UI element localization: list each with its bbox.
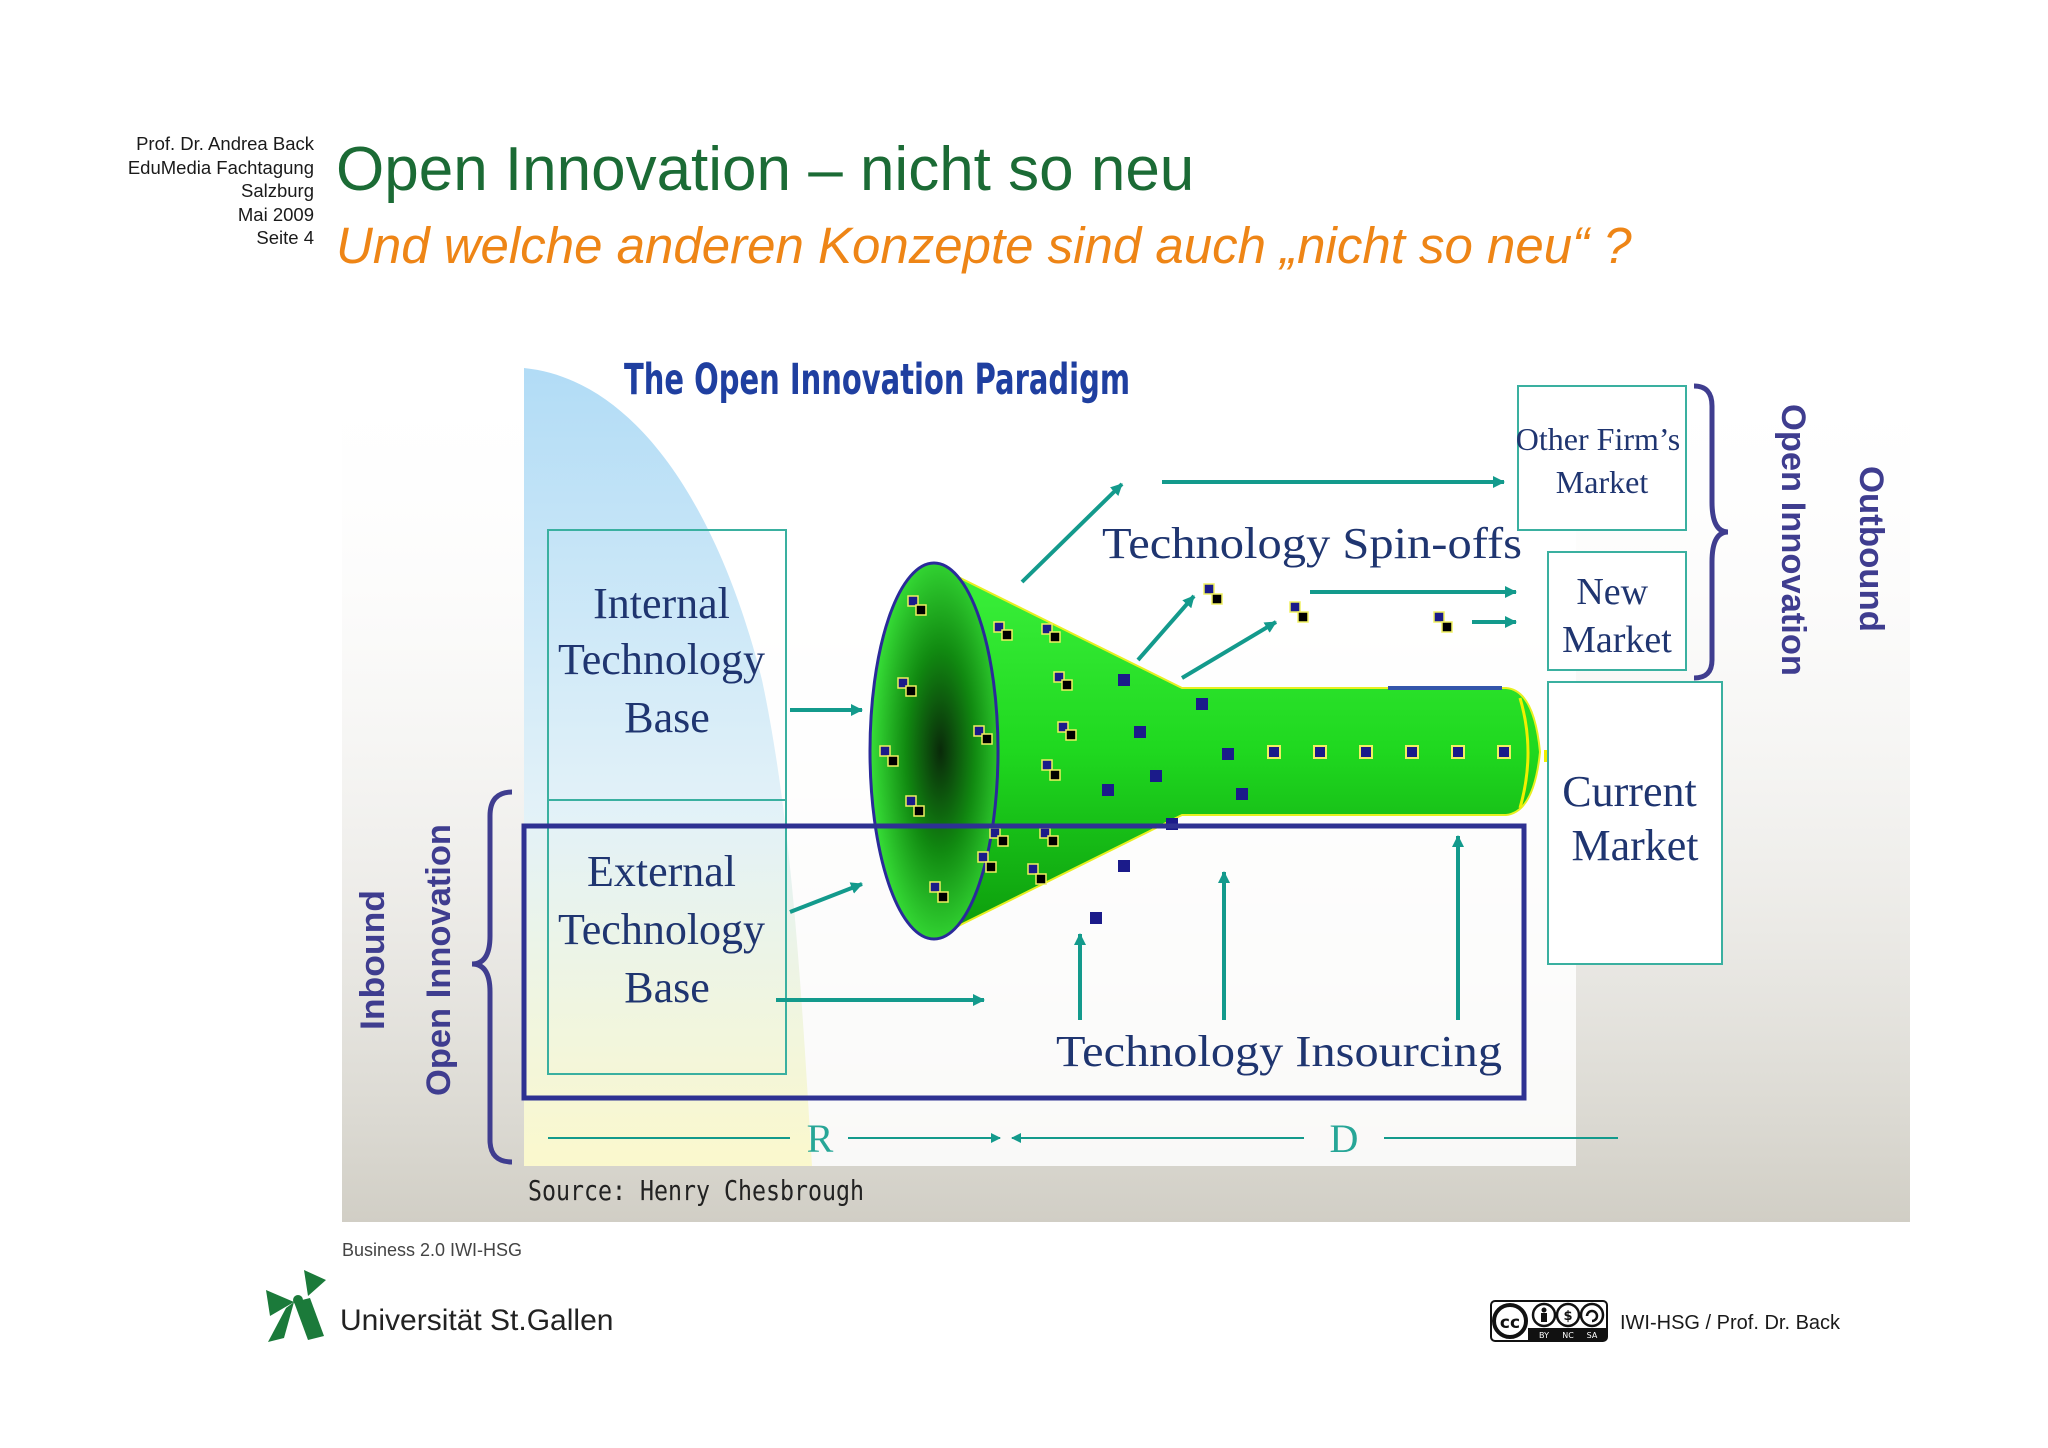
arrow-spinoff-3 <box>1180 620 1278 680</box>
internal-base-line1: Internal <box>593 579 730 628</box>
new-market-label: New Market <box>1562 571 1672 661</box>
other-market-label: Other Firm’s Market <box>1516 421 1688 500</box>
particle-tube-row <box>1267 745 1511 759</box>
arrow-external-in <box>789 882 863 914</box>
external-base-label: External Technology Base <box>558 847 776 1012</box>
internal-base-line2: Technology <box>558 635 765 684</box>
funnel-cone <box>933 563 1542 940</box>
current-market-label: Current Market <box>1562 767 1707 870</box>
source-label: Source: Henry Chesbrough <box>528 1174 864 1207</box>
current-market-box <box>1547 681 1723 965</box>
external-base-box <box>547 799 787 1075</box>
diagram-heading: The Open Innovation Paradigm <box>624 360 1130 405</box>
particle-blue-singles <box>1090 674 1248 924</box>
outbound-label-line1: Outbound <box>1852 466 1890 632</box>
inbound-label-line2: Open Innovation <box>420 824 458 1096</box>
outbound-label-line2: Open Innovation <box>1774 404 1812 676</box>
funnel-mouth <box>868 561 1000 941</box>
external-base-line1: External <box>587 847 736 896</box>
technology-projects <box>879 583 1565 924</box>
current-market-line1: Current <box>1562 767 1696 816</box>
meta-date: Mai 2009 <box>237 203 314 225</box>
meta-event: EduMedia Fachtagung <box>127 156 314 178</box>
external-base-line2: Technology <box>558 905 765 954</box>
external-base-line3: Base <box>624 963 710 1012</box>
open-innovation-diagram: The Open Innovation Paradigm Internal Te… <box>342 360 1910 1222</box>
inbound-brace <box>471 789 513 1165</box>
cc-by-text: BY <box>1539 1331 1549 1340</box>
cc-nc-text: NC <box>1562 1331 1574 1340</box>
new-market-line2: Market <box>1562 619 1672 661</box>
university-name: Universität St.Gallen <box>340 1304 614 1337</box>
internal-base-line3: Base <box>624 693 710 742</box>
slide-subtitle: Und welche anderen Konzepte sind auch „n… <box>336 217 1632 274</box>
outbound-brace <box>1693 383 1729 681</box>
footer-author: IWI-HSG / Prof. Dr. Back <box>1620 1312 1841 1334</box>
flow-arrows <box>776 476 1517 1020</box>
other-market-line1: Other Firm’s <box>1516 421 1680 457</box>
axis-r-label: R <box>807 1116 834 1161</box>
university-logo-icon <box>266 1270 326 1342</box>
meta-location: Salzburg <box>240 180 314 201</box>
svg-text:$: $ <box>1563 1309 1572 1324</box>
blue-wash-shape <box>524 368 812 1166</box>
cc-nc-icon <box>1555 1302 1581 1328</box>
arrow-spinoff-2 <box>1136 594 1196 662</box>
internal-base-label: Internal Technology Base <box>558 579 776 742</box>
new-market-line1: New <box>1576 571 1648 613</box>
slide-meta: Prof. Dr. Andrea Back EduMedia Fachtagun… <box>60 132 314 250</box>
slide-title: Open Innovation – nicht so neu <box>336 135 1195 204</box>
funnel-tube-end <box>1518 697 1530 809</box>
meta-author: Prof. Dr. Andrea Back <box>136 133 314 154</box>
inbound-label-line1: Inbound <box>354 890 392 1030</box>
other-market-box <box>1517 385 1687 531</box>
spin-offs-label: Technology Spin-offs <box>1102 519 1522 568</box>
cc-sa-icon <box>1579 1302 1605 1328</box>
other-market-line2: Market <box>1556 464 1649 500</box>
creative-commons-badge[interactable]: cc $ BY NC SA <box>1490 1300 1608 1342</box>
arrow-spinoff-1 <box>1020 482 1124 584</box>
course-label: Business 2.0 IWI-HSG <box>342 1240 523 1260</box>
new-market-box <box>1547 551 1687 671</box>
current-market-line2: Market <box>1571 821 1698 870</box>
cc-mark: cc <box>1500 1313 1520 1333</box>
axis-d-label: D <box>1330 1116 1359 1161</box>
insourcing-label: Technology Insourcing <box>1056 1027 1502 1076</box>
cc-sa-text: SA <box>1587 1331 1598 1340</box>
meta-page: Seite 4 <box>256 227 314 248</box>
inbound-frame <box>521 823 1527 1101</box>
